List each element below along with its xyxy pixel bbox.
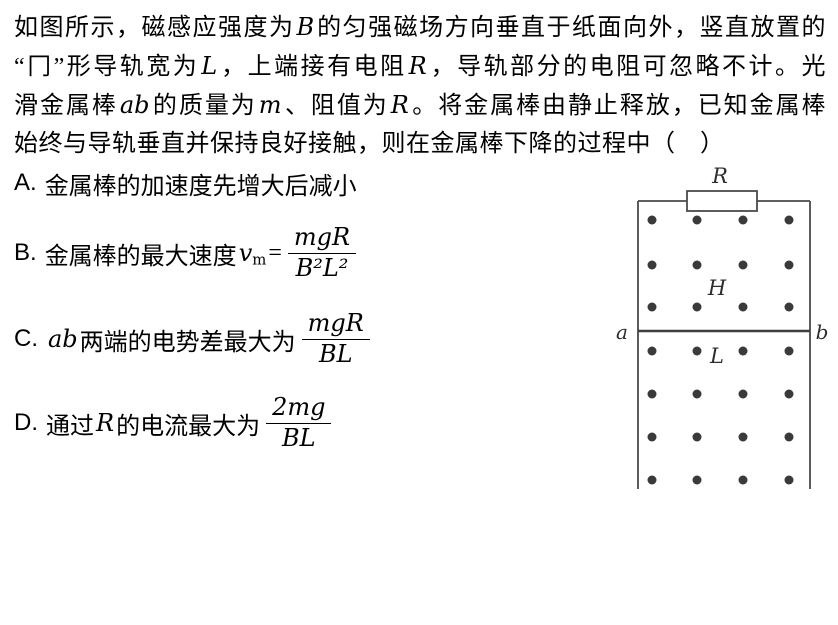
field-dot xyxy=(692,475,702,485)
text-run: 如图所示，磁感应强度为 xyxy=(14,15,295,41)
field-dot xyxy=(647,475,657,485)
text-run: 的匀强磁场方向垂直于纸面向外，竖直放置的 xyxy=(316,15,827,41)
math-var: ab xyxy=(119,91,150,119)
field-dot xyxy=(692,346,702,356)
text-run: 通过 xyxy=(46,413,94,440)
text-run: ，导轨部分的电阻可忽略不计。光 xyxy=(428,54,827,80)
field-dot xyxy=(784,260,794,270)
text-run: 两端的电势差最大为 xyxy=(79,329,296,356)
text-run: 始终与导轨垂直并保持良好接触，则在金属棒下降的过程中（ ） xyxy=(14,131,725,157)
region-label-l: L xyxy=(709,344,724,368)
option-label: B. xyxy=(14,239,37,266)
field-dot xyxy=(692,432,702,442)
problem-line: 始终与导轨垂直并保持良好接触，则在金属棒下降的过程中（ ） xyxy=(14,125,826,163)
problem-line: “冂”形导轨宽为L，上端接有电阻R，导轨部分的电阻可忽略不计。光 xyxy=(14,47,826,86)
fraction-numerator: 2mg xyxy=(266,393,332,424)
bar-label-b: b xyxy=(816,320,829,344)
field-dot xyxy=(692,389,702,399)
math-var: R xyxy=(96,409,115,437)
math-var: m xyxy=(258,91,282,119)
bar-label-a: a xyxy=(616,320,628,344)
field-dot xyxy=(738,389,748,399)
field-dot xyxy=(692,302,702,312)
math-var: B xyxy=(296,13,315,41)
field-dot xyxy=(784,346,794,356)
field-dot xyxy=(647,215,657,225)
text-run: 。将金属棒由静止释放，已知金属棒 xyxy=(410,93,827,119)
field-dot xyxy=(738,260,748,270)
math-var: ab xyxy=(48,325,78,353)
field-dot xyxy=(784,215,794,225)
text-run: 金属棒的加速度先增大后减小 xyxy=(44,173,357,200)
text-run: ，上端接有电阻 xyxy=(219,54,407,80)
fraction-denominator: B²L² xyxy=(295,253,349,282)
field-dot xyxy=(647,432,657,442)
field-dot xyxy=(647,302,657,312)
field-dot xyxy=(784,432,794,442)
option-label: D. xyxy=(14,409,38,436)
problem-statement: 如图所示，磁感应强度为B的匀强磁场方向垂直于纸面向外，竖直放置的“冂”形导轨宽为… xyxy=(14,8,826,163)
field-dot xyxy=(692,215,702,225)
field-dot xyxy=(647,260,657,270)
math-subscript: m xyxy=(252,250,267,269)
math-var: R xyxy=(390,91,409,119)
text-run: 的质量为 xyxy=(151,93,257,119)
field-dot xyxy=(738,215,748,225)
field-dot xyxy=(692,260,702,270)
text-run: “冂”形导轨宽为 xyxy=(14,54,200,80)
fraction-denominator: BL xyxy=(281,423,316,452)
circuit-diagram: R a b H L xyxy=(616,164,829,489)
math-var: R xyxy=(408,52,427,80)
resistor-label: R xyxy=(711,164,728,188)
field-dot xyxy=(784,302,794,312)
field-dot xyxy=(738,432,748,442)
region-label-h: H xyxy=(707,276,727,300)
math-var: L xyxy=(201,52,218,80)
fraction-denominator: BL xyxy=(318,339,353,368)
field-dot xyxy=(738,475,748,485)
text-run: 的电流最大为 xyxy=(116,413,261,440)
resistor-box xyxy=(686,190,758,212)
text-run: = xyxy=(268,239,282,266)
option-label: C. xyxy=(14,325,38,352)
fraction-numerator: mgR xyxy=(301,309,370,340)
field-dot xyxy=(738,346,748,356)
fraction-numerator: mgR xyxy=(287,223,357,254)
field-dot xyxy=(647,389,657,399)
field-dot xyxy=(738,302,748,312)
text-run: 金属棒的最大速度 xyxy=(44,243,237,270)
text-run: 、阻值为 xyxy=(283,93,389,119)
field-dot xyxy=(647,346,657,356)
option-a[interactable]: A. 金属棒的加速度先增大后减小 xyxy=(14,166,372,200)
option-label: A. xyxy=(14,169,37,196)
field-dots xyxy=(647,215,794,485)
math-var: vm xyxy=(238,239,267,269)
field-dot xyxy=(784,389,794,399)
problem-line: 滑金属棒ab的质量为m、阻值为R。将金属棒由静止释放，已知金属棒 xyxy=(14,86,826,125)
problem-line: 如图所示，磁感应强度为B的匀强磁场方向垂直于纸面向外，竖直放置的 xyxy=(14,8,826,47)
field-dot xyxy=(784,475,794,485)
text-run: 滑金属棒 xyxy=(14,93,118,119)
